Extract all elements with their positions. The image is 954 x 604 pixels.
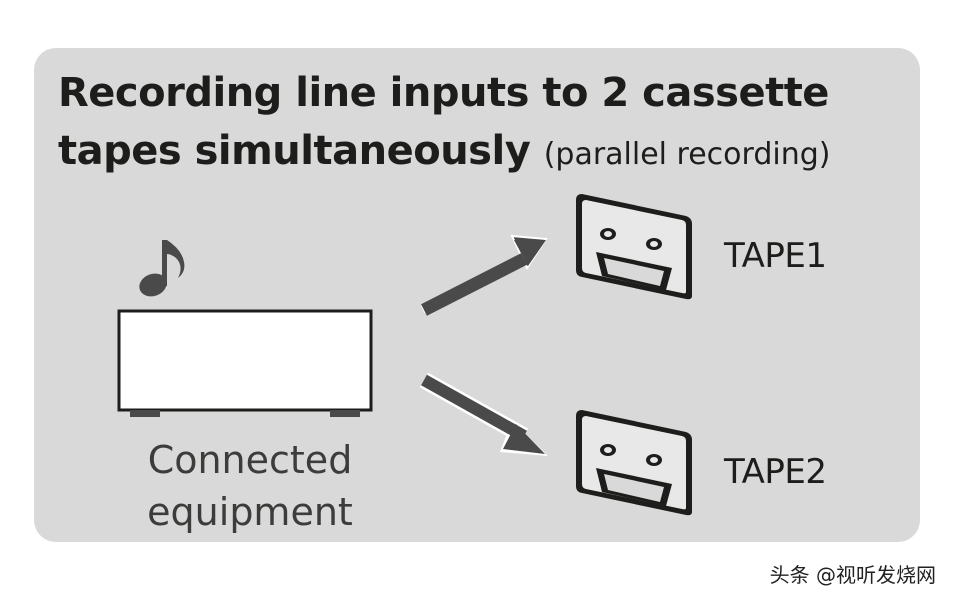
title-subtitle: (parallel recording) (543, 137, 831, 172)
cassette-tape-icon (576, 194, 692, 300)
title-line-1: Recording line inputs to 2 cassette (58, 70, 829, 116)
tape2-label: TAPE2 (724, 452, 827, 492)
diagram-panel (34, 48, 920, 542)
title-line-2: tapes simultaneously (58, 128, 531, 174)
diagram-title: Recording line inputs to 2 cassette tape… (58, 64, 918, 184)
equipment-label-line-2: equipment (147, 490, 353, 534)
music-note-icon (139, 240, 185, 297)
watermark: 头条 @视听发烧网 (769, 563, 936, 587)
arrow-to-tape1 (420, 234, 548, 316)
tape1-label: TAPE1 (724, 236, 827, 276)
connected-equipment-device (117, 309, 373, 417)
equipment-label-line-1: Connected (147, 438, 353, 482)
arrow-to-tape2 (419, 372, 548, 456)
connected-equipment-label: Connected equipment (110, 434, 390, 538)
cassette-tape-icon (576, 410, 692, 516)
